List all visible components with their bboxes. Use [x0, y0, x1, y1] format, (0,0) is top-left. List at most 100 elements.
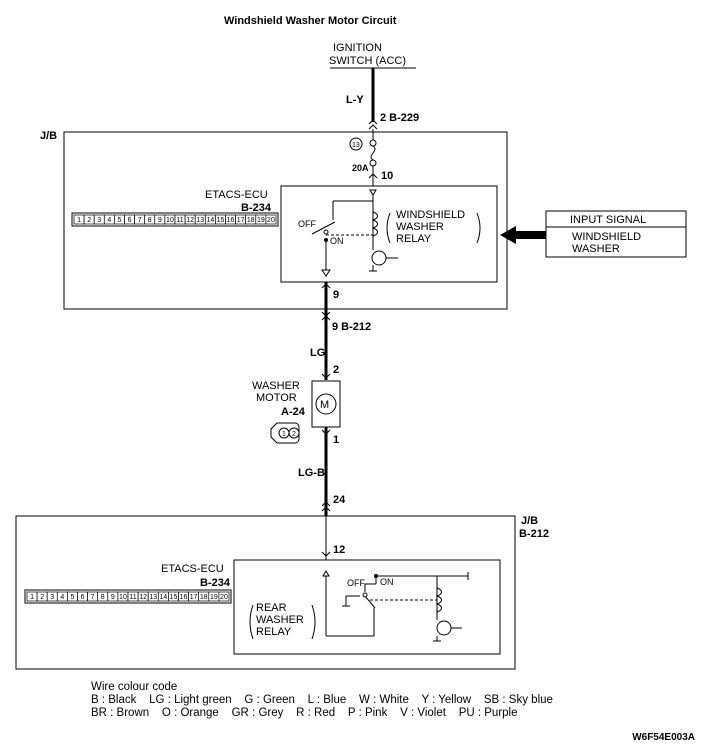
connector-pin-label: 18	[200, 594, 208, 601]
legend-title: Wire colour code	[91, 681, 178, 693]
connector-pin-label: 14	[206, 217, 214, 224]
windshield-relay-label-3: RELAY	[396, 233, 432, 245]
windshield-relay-label-2: WASHER	[396, 221, 444, 233]
jb-top-label: J/B	[40, 130, 57, 142]
connector-chevron	[321, 315, 331, 321]
rear-relay-label-2: WASHER	[256, 614, 304, 626]
legend-row-2: BR : Brown O : Orange GR : Grey R : Red …	[91, 707, 518, 719]
connector-pin-label: 13	[196, 217, 204, 224]
input-signal-header: INPUT SIGNAL	[570, 214, 646, 226]
connector-pin-label: 3	[97, 217, 101, 224]
connector-pin-label: 10	[119, 594, 127, 601]
connector-pin-label: 13	[149, 594, 157, 601]
connector-pin-label: 2	[87, 217, 91, 224]
relay-output-arrow	[321, 269, 331, 277]
motor-label-1: WASHER	[252, 380, 300, 392]
connector-b229: 2 B-229	[380, 112, 419, 124]
motor-label-2: MOTOR	[256, 392, 297, 404]
connector-pin-label: 20	[267, 217, 275, 224]
fuse-number: 13	[352, 142, 360, 149]
pin-9: 9	[333, 289, 339, 301]
connector-chevron	[321, 501, 331, 507]
wire-label-lg: LG	[310, 347, 325, 359]
rear-relay-contact-off	[362, 592, 368, 598]
ignition-label-1: IGNITION	[333, 42, 382, 54]
motor-connector-pin-1: 1	[282, 431, 286, 438]
etacs-top-box	[280, 185, 498, 283]
connector-pin-label: 1	[30, 594, 34, 601]
motor-connector-pin-2: 2	[292, 431, 296, 438]
connector-pin-label: 5	[70, 594, 74, 601]
connector-b212-top: 9 B-212	[332, 321, 371, 333]
connector-pin-label: 7	[91, 594, 95, 601]
rear-relay-on-label: ON	[380, 577, 394, 587]
motor-pin-2: 2	[333, 364, 339, 376]
rear-relay-coil-icon	[435, 587, 442, 613]
connector-pin-label: 11	[129, 594, 136, 601]
connector-pin-label: 17	[190, 594, 198, 601]
connector-pin-label: 4	[107, 217, 111, 224]
connector-pin-label: 15	[217, 217, 225, 224]
wire-label-lg-b: LG-B	[298, 467, 325, 479]
relay-contact-off	[323, 229, 329, 235]
motor-symbol: M	[320, 399, 329, 411]
input-signal-arrow-icon	[500, 226, 546, 244]
relay-switch-arm	[311, 221, 336, 235]
connector-pin-label: 2	[40, 594, 44, 601]
connector-chevron	[368, 119, 378, 125]
connector-chevron	[321, 373, 331, 379]
connector-chevron	[321, 283, 331, 289]
connector-pin-cell	[265, 214, 277, 225]
etacs-top-name: ETACS-ECU	[205, 189, 268, 201]
connector-pin-label: 6	[81, 594, 85, 601]
fuse-terminal	[369, 139, 377, 147]
transistor-icon	[436, 620, 452, 636]
connector-pin-label: 16	[227, 217, 235, 224]
connector-pin-label: 12	[186, 217, 194, 224]
connector-chevron	[321, 506, 331, 512]
relay-input-arrow	[369, 189, 377, 196]
pin-12: 12	[333, 544, 345, 556]
fuse-number-circle	[349, 137, 363, 151]
connector-pin-label: 20	[220, 594, 228, 601]
connector-chevron	[321, 551, 331, 557]
transistor-icon	[371, 250, 387, 266]
rear-relay-label-1: REAR	[256, 602, 287, 614]
etacs-top-connector: B-234	[241, 202, 272, 214]
relay-input-arrow	[322, 570, 330, 577]
diagram-title: Windshield Washer Motor Circuit	[224, 15, 397, 27]
rear-relay-switch-arm	[364, 595, 376, 609]
connector-chevron	[368, 173, 378, 179]
relay-on-label: ON	[330, 236, 344, 246]
relay-label-paren	[249, 604, 254, 640]
connector-pin-label: 5	[117, 217, 121, 224]
pin-10: 10	[381, 170, 393, 182]
connector-pin-label: 4	[60, 594, 64, 601]
connector-pin-label: 3	[50, 594, 54, 601]
motor-pin-1: 1	[333, 434, 339, 446]
motor-icon	[315, 393, 337, 415]
jb-bottom-connector: B-212	[519, 528, 549, 540]
connector-pin-label: 8	[101, 594, 105, 601]
input-signal-box	[545, 210, 687, 258]
connector-pin-label: 9	[111, 594, 115, 601]
windshield-relay-label-1: WINDSHIELD	[396, 209, 465, 221]
input-signal-line2: WASHER	[572, 243, 620, 255]
fuse-rating: 20A	[352, 163, 369, 173]
fuse-terminal	[369, 159, 377, 167]
etacs-bottom-connector: B-234	[200, 577, 231, 589]
junction-block-top	[63, 131, 508, 310]
pin-24: 24	[333, 494, 346, 506]
motor-connector: A-24	[281, 406, 306, 418]
relay-coil-icon	[371, 211, 378, 237]
fuse-icon	[370, 145, 376, 161]
relay-label-paren	[311, 604, 316, 640]
connector-pin-cell	[218, 591, 230, 602]
connector-pin-label: 9	[158, 217, 162, 224]
connector-pin-label: 6	[128, 217, 132, 224]
connector-pin-label: 19	[210, 594, 218, 601]
connector-pin-icon	[288, 427, 300, 439]
jb-bottom-label: J/B	[521, 515, 538, 527]
